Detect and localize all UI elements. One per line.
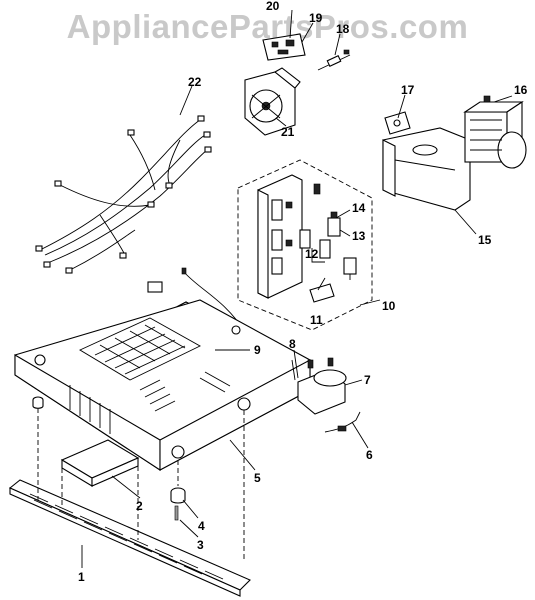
callout-22: 22 xyxy=(188,75,202,89)
callout-7: 7 xyxy=(364,373,371,387)
alignment-lines xyxy=(37,408,245,560)
callout-15: 15 xyxy=(478,233,492,247)
callout-17: 17 xyxy=(401,83,415,97)
wire-harness[interactable] xyxy=(35,115,212,274)
callout-4: 4 xyxy=(198,519,205,533)
callout-16: 16 xyxy=(514,83,528,97)
callout-5: 5 xyxy=(254,471,261,485)
door-switch[interactable] xyxy=(343,257,357,280)
callout-2: 2 xyxy=(136,499,143,513)
interlock-switch[interactable] xyxy=(327,211,341,237)
callout-14: 14 xyxy=(352,201,366,215)
callout-9: 9 xyxy=(254,343,261,357)
leader-lines xyxy=(81,9,513,568)
fan-motor-assembly[interactable] xyxy=(244,67,301,136)
monitor-switch[interactable] xyxy=(299,183,331,259)
thermostat-bracket[interactable] xyxy=(384,111,411,135)
capacitor-bracket[interactable] xyxy=(291,359,296,381)
callout-21: 21 xyxy=(281,125,295,139)
high-voltage-capacitor[interactable] xyxy=(297,357,347,415)
interlock-switch-assembly-group xyxy=(237,159,373,331)
callout-11: 11 xyxy=(310,313,323,327)
callout-3: 3 xyxy=(197,538,204,552)
callout-8: 8 xyxy=(289,337,296,351)
latch-lever[interactable] xyxy=(309,283,335,303)
callout-12: 12 xyxy=(305,247,319,261)
base-plate[interactable] xyxy=(14,299,311,472)
air-duct[interactable] xyxy=(382,127,471,211)
magnetron[interactable] xyxy=(463,95,527,169)
thermal-fuse[interactable] xyxy=(317,49,351,71)
callout-6: 6 xyxy=(366,448,373,462)
callout-13: 13 xyxy=(352,229,366,243)
callout-19: 19 xyxy=(309,11,323,25)
callout-labels: 20 19 18 22 21 17 16 15 14 13 12 11 10 9… xyxy=(78,0,528,584)
vent-grille[interactable] xyxy=(8,479,251,597)
leg-foot[interactable] xyxy=(170,487,186,504)
rubber-foot[interactable] xyxy=(32,396,44,409)
callout-10: 10 xyxy=(382,299,396,313)
callout-20: 20 xyxy=(266,0,280,13)
callout-1: 1 xyxy=(78,570,85,584)
control-pcb[interactable] xyxy=(262,33,306,61)
high-voltage-diode[interactable] xyxy=(324,411,361,433)
latch-board[interactable] xyxy=(257,174,303,299)
filter-tray[interactable] xyxy=(60,439,140,487)
callout-18: 18 xyxy=(336,22,350,36)
screw[interactable] xyxy=(174,505,179,521)
